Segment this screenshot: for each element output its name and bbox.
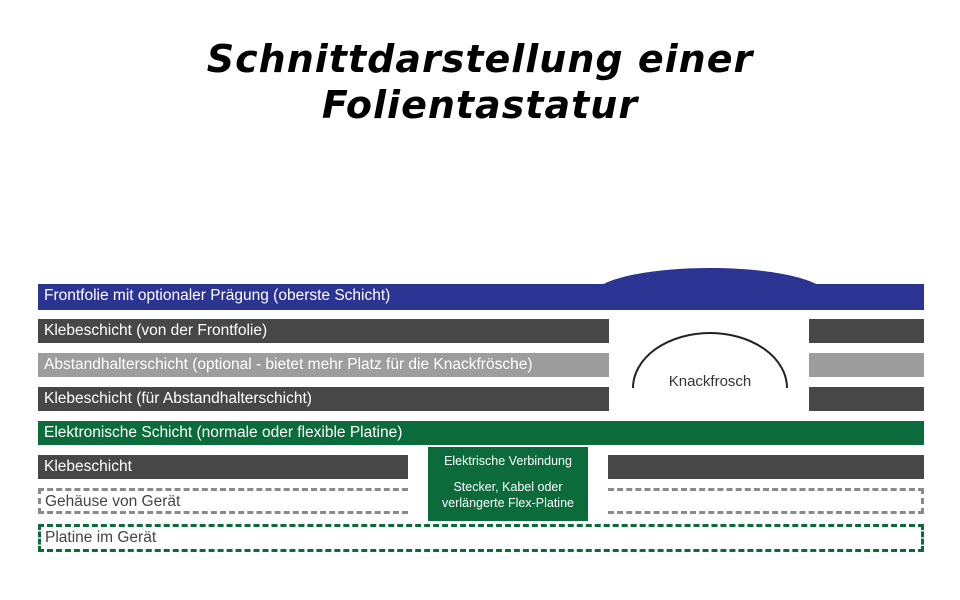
layer-elektronisch: Elektronische Schicht (normale oder flex… bbox=[38, 421, 924, 445]
layer-frontfolie: Frontfolie mit optionaler Prägung (obers… bbox=[38, 284, 924, 310]
layer-platine bbox=[38, 524, 924, 552]
layer-abstandhalter-label: Abstandhalterschicht (optional - bietet … bbox=[44, 356, 533, 373]
gehaeuse-left-edge bbox=[38, 488, 41, 514]
layer-gehaeuse-right bbox=[608, 488, 924, 514]
connector-title: Elektrische Verbindung bbox=[444, 454, 572, 468]
layer-frontfolie-label: Frontfolie mit optionaler Prägung (obers… bbox=[44, 287, 391, 304]
layer-elektronisch-label: Elektronische Schicht (normale oder flex… bbox=[44, 424, 403, 441]
layer-klebe-abstand-label: Klebeschicht (für Abstandhalterschicht) bbox=[44, 390, 312, 407]
layer-gehaeuse-left bbox=[38, 488, 408, 514]
diagram-title-line1: Schnittdarstellung einer bbox=[206, 37, 754, 81]
layer-klebe-front-right bbox=[809, 319, 924, 343]
layer-klebe-front-left: Klebeschicht (von der Frontfolie) bbox=[38, 319, 609, 343]
layer-platine-label: Platine im Gerät bbox=[45, 529, 157, 546]
layer-abstandhalter-right bbox=[809, 353, 924, 377]
layer-abstandhalter-left: Abstandhalterschicht (optional - bietet … bbox=[38, 353, 609, 377]
layer-klebe-front-label: Klebeschicht (von der Frontfolie) bbox=[44, 322, 268, 339]
connector-line2: verlängerte Flex-Platine bbox=[441, 496, 574, 510]
layer-gehaeuse-label: Gehäuse von Gerät bbox=[45, 493, 181, 510]
layer-klebe-abstand-left: Klebeschicht (für Abstandhalterschicht) bbox=[38, 387, 609, 411]
layer-klebe-label: Klebeschicht bbox=[44, 458, 132, 475]
electrical-connector: Elektrische Verbindung Stecker, Kabel od… bbox=[428, 447, 588, 521]
layer-klebe-abstand-right bbox=[809, 387, 924, 411]
layer-klebe-right bbox=[608, 455, 924, 479]
knackfrosch-icon bbox=[632, 332, 788, 389]
knackfrosch-label: Knackfrosch bbox=[668, 373, 752, 390]
gehaeuse-right-edge bbox=[921, 488, 924, 514]
diagram-title-line2: Folientastatur bbox=[321, 83, 639, 127]
layer-klebe-left: Klebeschicht bbox=[38, 455, 408, 479]
connector-line1: Stecker, Kabel oder bbox=[453, 480, 563, 494]
